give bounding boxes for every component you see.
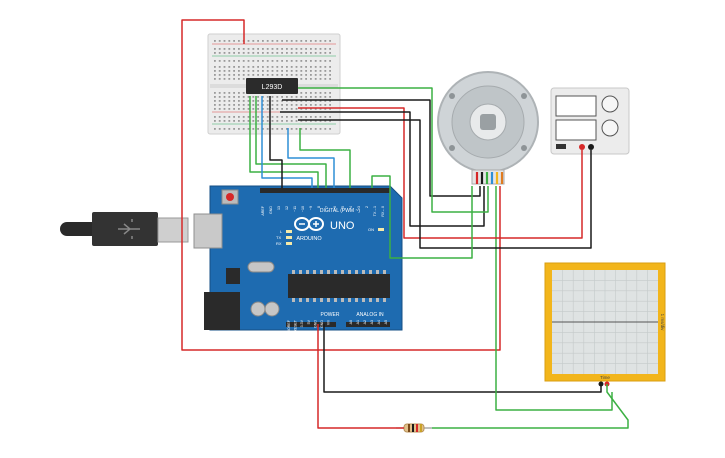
chip-label: L293D (262, 84, 283, 91)
digital-pin-label: 2 (365, 206, 369, 208)
digital-pin-label: TX→1 (373, 206, 377, 216)
digital-pin-label: RX←0 (381, 206, 385, 217)
analog-label: ANALOG IN (356, 312, 384, 318)
oscilloscope[interactable]: 1 ms/div Time (544, 262, 666, 387)
digital-pin-label: ~6 (333, 206, 337, 210)
digital-pin-label: 13 (277, 206, 281, 210)
power-pin-label: IOREF (287, 319, 291, 331)
power-header (286, 322, 336, 327)
digital-header-label: DIGITAL (PWM ~) (320, 208, 360, 214)
wire-green-bb-1[interactable] (249, 96, 319, 188)
l293d-chip[interactable]: L293D (246, 78, 298, 94)
psu-negative-terminal[interactable] (588, 144, 594, 150)
analog-pin-label: A1 (356, 320, 360, 324)
led-label-tx: TX (276, 235, 281, 240)
analog-pin-label: A2 (363, 320, 367, 324)
power-pin-label: 3.3V (300, 319, 304, 327)
led-label-rx: RX (276, 241, 282, 246)
reset-button[interactable] (226, 193, 234, 201)
scope-timebase-label: 1 ms/div (660, 314, 665, 332)
usb-port (193, 213, 223, 249)
wire-red-breadboard-rail[interactable] (181, 19, 501, 351)
power-supply[interactable] (550, 87, 630, 155)
wire-blue-1[interactable] (261, 96, 313, 188)
wire-green-encoder[interactable] (495, 186, 613, 411)
psu-positive-terminal[interactable] (579, 144, 585, 150)
digital-pin-label: 4 (349, 206, 353, 208)
arduino-uno[interactable]: ARDUINO UNO DIGITAL (PWM ~) POWER ANALOG… (193, 185, 403, 332)
led-label-on: ON (368, 227, 374, 232)
digital-pin-label: ~9 (309, 206, 313, 210)
digital-pin-label: 7 (325, 206, 329, 208)
wire-green-motor[interactable] (298, 87, 489, 213)
analog-header (346, 322, 390, 327)
wire-green-d2[interactable] (371, 175, 473, 259)
wire-black-gnd-bb[interactable] (269, 96, 283, 188)
wire-black-gnd-scope[interactable] (323, 324, 602, 393)
analog-pin-label: A3 (370, 320, 374, 324)
power-pin-label: 5V (307, 319, 311, 324)
digital-pin-label: ~11 (293, 206, 297, 212)
onboard-leds: L TX RX ON (276, 227, 384, 246)
power-pin-label: Vin (327, 320, 331, 325)
digital-pin-label: 8 (317, 206, 321, 208)
wire-black-psu[interactable] (298, 119, 592, 249)
dc-motor-encoder[interactable] (437, 71, 539, 185)
digital-pin-label: AREF (261, 205, 265, 215)
arduino-model: UNO (330, 220, 355, 232)
atmega-chip (288, 274, 390, 298)
analog-pin-label: A5 (384, 320, 388, 324)
digital-pin-label: GND (269, 206, 273, 214)
power-pin-label: RESET (294, 319, 298, 332)
power-label: POWER (321, 312, 340, 318)
digital-header (260, 188, 390, 193)
digital-pin-label: ~3 (357, 206, 361, 210)
wire-blue-2[interactable] (287, 128, 335, 188)
led-label-l: L (280, 229, 283, 234)
wire-red-5v[interactable] (317, 324, 404, 429)
arduino-logo (294, 217, 324, 231)
analog-pin-label: A4 (377, 320, 381, 324)
digital-pin-label: 12 (285, 206, 289, 210)
wire-green-motor-2[interactable] (299, 128, 351, 188)
power-pin-label: GND (320, 320, 324, 328)
digital-pin-label: ~10 (301, 206, 305, 212)
digital-pin-label: ~5 (341, 206, 345, 210)
power-jack (204, 292, 240, 330)
analog-pin-label: A0 (349, 320, 353, 324)
power-pin-label: GND (313, 320, 317, 328)
scope-time-label: Time (600, 375, 610, 380)
usb-cable[interactable] (60, 212, 189, 246)
wire-green-bb-2[interactable] (255, 96, 327, 188)
wire-red-psu[interactable] (298, 107, 583, 239)
arduino-brand: ARDUINO (296, 236, 322, 242)
wire-black-motor-2[interactable] (282, 99, 481, 197)
wire-green-scope[interactable] (432, 384, 629, 429)
